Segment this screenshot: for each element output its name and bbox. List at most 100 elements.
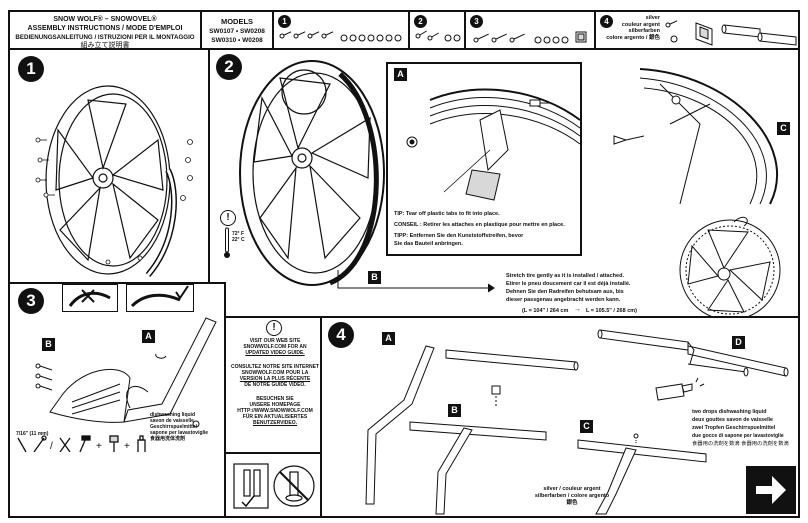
drops-it: due gocce di sapone per lavastoviglie	[692, 433, 784, 439]
step2-wheel-illustration	[239, 60, 385, 286]
step3-panel: 3 A B 7/16" (11	[8, 282, 226, 455]
step4-handle-illustration	[365, 329, 789, 515]
check-icon	[175, 285, 189, 300]
drops-fr: deux gouttes savon de vaisselle	[692, 417, 773, 423]
step3-number: 3	[18, 288, 44, 314]
parts-step-3: 3	[470, 15, 483, 28]
models-box: MODELS SW0107 • SW0208 SW0310 • W0208	[200, 10, 274, 50]
do-dont-panel	[224, 452, 322, 518]
next-page-button[interactable]	[746, 466, 796, 514]
detail-a-illustration	[406, 88, 581, 201]
do-dont-illustration	[233, 463, 315, 509]
detail-a-tag: A	[394, 68, 407, 81]
step2-number: 2	[216, 54, 242, 80]
svg-text:+: +	[124, 441, 130, 452]
step3-right-orientation-thumbnail	[126, 284, 194, 312]
web-de-2: UNSERE HOMEPAGE	[249, 402, 301, 408]
parts-step-1: 1	[278, 15, 291, 28]
stretch-wheel-detail	[679, 216, 781, 321]
header-title-box: SNOW WOLF® – SNOWOVEL® ASSEMBLY INSTRUCT…	[8, 10, 202, 50]
drops-en: two drops dishwashing liquid	[692, 409, 767, 415]
wrench-size: 7/16" (11 mm)	[16, 431, 49, 437]
soap-bottle-icon	[655, 383, 693, 401]
step4-silver-jp: 銀色	[566, 500, 578, 506]
screws-and-nuts-group-1	[279, 31, 402, 42]
tools-row: / + +	[17, 435, 146, 455]
step4-tag-a: A	[382, 332, 395, 345]
tip-french: CONSEIL : Retirer les attaches en plasti…	[394, 222, 565, 228]
screwdriver-icon	[17, 437, 27, 453]
stretch-german-2: dieser passgenau angebracht werden kann.	[506, 297, 621, 303]
models-line-2: SW0310 • W0208	[211, 37, 263, 44]
drops-de: zwei Tropfen Geschirrspuelmittel	[692, 425, 776, 431]
web-fr-1: CONSULTEZ NOTRE SITE INTERNET	[231, 364, 319, 370]
hammer-icon	[79, 435, 91, 453]
step3-tag-a: A	[142, 330, 155, 343]
models-line-1: SW0107 • SW0208	[209, 28, 265, 35]
detail-b-tag: B	[368, 271, 381, 284]
web-fr-link[interactable]: VERSION LA PLUS RÉCENTE	[239, 376, 311, 382]
step3-blade-illustration	[35, 317, 217, 428]
parts-step-4: 4	[600, 15, 613, 28]
soap-label-en: dishwashing liquid	[150, 412, 195, 418]
parts-strip-2: 2	[408, 10, 466, 50]
header-line-1: ASSEMBLY INSTRUCTIONS / MODE D'EMPLOI	[27, 25, 183, 32]
models-label: MODELS	[220, 17, 254, 26]
silver-label-en: silver	[645, 15, 660, 21]
brand-title: SNOW WOLF® – SNOWOVEL®	[53, 16, 157, 23]
stretch-english: Stretch tire gently as it is installed /…	[506, 273, 624, 279]
web-en-link[interactable]: UPDATED VIDEO GUIDE.	[245, 350, 305, 356]
web-de-1: BESUCHEN SIE	[256, 396, 294, 402]
parts-strip-1: 1	[272, 10, 410, 50]
length-arrow: →	[574, 306, 581, 313]
step4-parts	[665, 20, 797, 46]
web-en-2: SNOWWOLF.COM FOR AN	[243, 344, 307, 350]
pliers-icon	[59, 437, 71, 453]
step4-tag-c: C	[580, 420, 593, 433]
detail-c-illustration	[613, 68, 778, 205]
stretch-german-1: Dehnen Sie den Radreifen behutsam aus, b…	[506, 289, 624, 295]
detail-c-tag: C	[777, 122, 790, 135]
web-fr-2: SNOWWOLF.COM POUR LA	[241, 370, 309, 376]
temp-fahrenheit: 72° F	[232, 231, 245, 237]
soap-label-de: Geschirrspuelmittel	[150, 424, 197, 430]
step1-wheel-frame-illustration	[35, 85, 193, 277]
tip-german-2: Sie das Bauteil anbringen.	[394, 241, 463, 247]
silver-label-it: colore argento / 銀色	[606, 34, 660, 41]
step2-panel: 2 ! 72° F 22° C	[208, 48, 800, 321]
web-info-panel: ! VISIT OUR WEB SITE SNOWWOLF.COM FOR AN…	[224, 316, 322, 454]
drops-jp: 食器用の洗剤を数滴 食器用の洗剤を数滴	[692, 441, 789, 447]
step4-silver-en: silver / couleur argent	[543, 486, 601, 492]
length-before: (L = 104" / 264 cm	[522, 308, 569, 314]
next-arrow-icon	[756, 476, 786, 504]
temp-warning-icon: !	[220, 210, 236, 226]
step4-tag-d: D	[732, 336, 745, 349]
tools-panel-bottom	[8, 452, 226, 518]
soap-label-it: sapone per lavastoviglie	[150, 430, 209, 436]
stretch-french: Etirer le pneu doucement car il est déjà…	[506, 281, 631, 287]
parts-strip-3: 3	[464, 10, 596, 50]
check-icon	[241, 495, 255, 508]
soap-label-jp: 食器用洗体洗剤	[150, 436, 186, 442]
tire-stretch-arrow	[337, 270, 495, 293]
thermometer-icon	[224, 227, 230, 258]
web-de-link[interactable]: BENUTZERVIDEO.	[252, 420, 298, 426]
svg-text:/: /	[50, 441, 53, 452]
web-fr-4: DE NOTRE GUIDE VIDÉO.	[244, 382, 306, 388]
step3-wrong-orientation-thumbnail	[62, 284, 118, 312]
svg-text:+: +	[96, 441, 102, 452]
warning-icon: !	[266, 320, 282, 336]
cross-icon	[81, 289, 95, 303]
screws-and-nuts-group-2	[415, 30, 461, 42]
screws-and-nuts-group-3	[473, 31, 587, 44]
step3-tag-b: B	[42, 338, 55, 351]
web-de-url[interactable]: HTTP://WWW.SNOWWOLF.COM	[237, 408, 313, 414]
step4-silver-de: silberfarben / colore argento	[534, 493, 610, 499]
parts-step-2: 2	[414, 15, 427, 28]
tip-english: TIP: Tear off plastic tabs to fit into p…	[394, 211, 500, 217]
silver-label-de: silberfarben	[628, 28, 660, 34]
wrench-icon	[33, 435, 47, 453]
step4-number: 4	[328, 322, 354, 348]
length-after: L = 105.5" / 268 cm)	[586, 308, 637, 314]
